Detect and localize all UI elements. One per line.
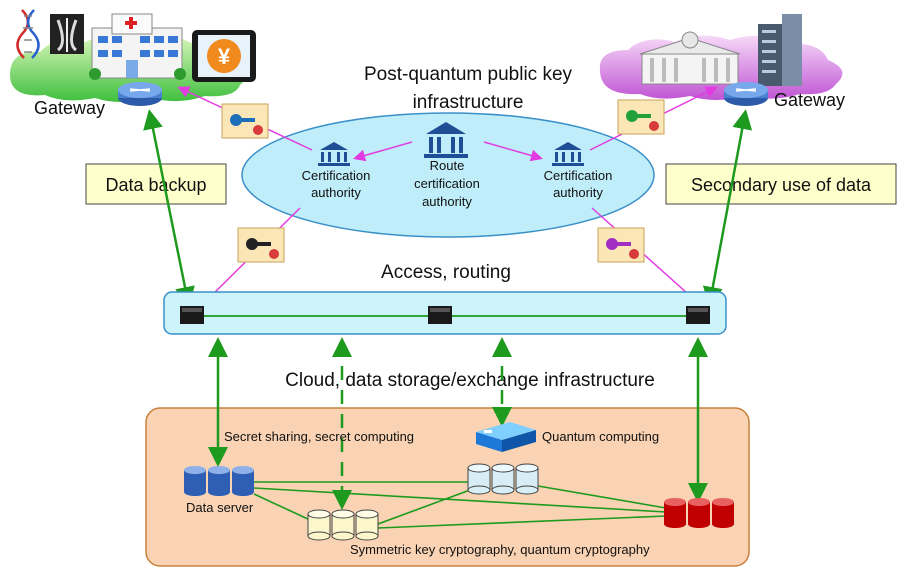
left-gateway-arrow (143, 109, 195, 307)
left-ca-bank-icon (318, 142, 350, 166)
xray-icon (50, 14, 84, 54)
root-ca-line3: authority (422, 194, 472, 209)
quantum-computing-label: Quantum computing (542, 429, 659, 444)
right-ca-line1: Certification (544, 168, 613, 183)
hospital-icon (89, 13, 186, 80)
access-routing-label: Access, routing (381, 262, 511, 283)
left-router-icon (118, 82, 162, 106)
right-ca-line2: authority (553, 185, 603, 200)
left-ca-line1: Certification (302, 168, 371, 183)
secret-sharing-label: Secret sharing, secret computing (224, 429, 414, 444)
svg-text:¥: ¥ (218, 44, 231, 69)
pki-title-line1: Post-quantum public key (364, 64, 573, 85)
router-node-icon (428, 306, 452, 324)
right-gateway-arrow (702, 109, 753, 307)
data-backup-label: Data backup (105, 175, 206, 195)
root-ca-bank-icon (424, 122, 468, 158)
data-server-label: Data server (186, 500, 254, 515)
root-ca-line1: Route (430, 158, 465, 173)
storage-mesh-links (253, 481, 667, 529)
router-node-icon (180, 306, 204, 324)
government-building-icon (639, 31, 741, 85)
left-gateway-label: Gateway (34, 98, 105, 118)
right-ca-bank-icon (552, 142, 584, 166)
cream-database-icon (307, 509, 379, 541)
root-to-right-ca-arrow (483, 141, 543, 162)
red-database-icon (664, 498, 734, 528)
left-ca-line2: authority (311, 185, 361, 200)
router-node-icon (686, 306, 710, 324)
root-ca-line2: certification (414, 176, 480, 191)
symmetric-crypto-label: Symmetric key cryptography, quantum cryp… (350, 542, 650, 557)
cloud-infrastructure-label: Cloud, data storage/exchange infrastruct… (285, 370, 655, 391)
secondary-use-label: Secondary use of data (691, 175, 872, 195)
pki-ellipse (241, 112, 655, 238)
right-gateway-cloud (599, 14, 843, 106)
right-router-icon (724, 82, 768, 106)
right-gateway-label: Gateway (774, 90, 845, 110)
left-gateway-cloud: ¥ (10, 9, 256, 106)
light-database-icon (467, 463, 539, 495)
certificate-icon (221, 103, 269, 139)
quantum-computer-icon (476, 422, 536, 452)
cloud-infrastructure-box (145, 407, 750, 567)
payment-tablet-icon: ¥ (192, 30, 256, 82)
office-tower-icon (758, 14, 802, 86)
pki-title-line2: infrastructure (413, 92, 524, 113)
blue-database-icon (184, 466, 254, 496)
certificate-icon (597, 227, 645, 263)
certificate-icon (237, 227, 285, 263)
root-to-left-ca-arrow (353, 141, 413, 162)
dna-icon (16, 9, 40, 59)
certificate-icon (617, 99, 665, 135)
